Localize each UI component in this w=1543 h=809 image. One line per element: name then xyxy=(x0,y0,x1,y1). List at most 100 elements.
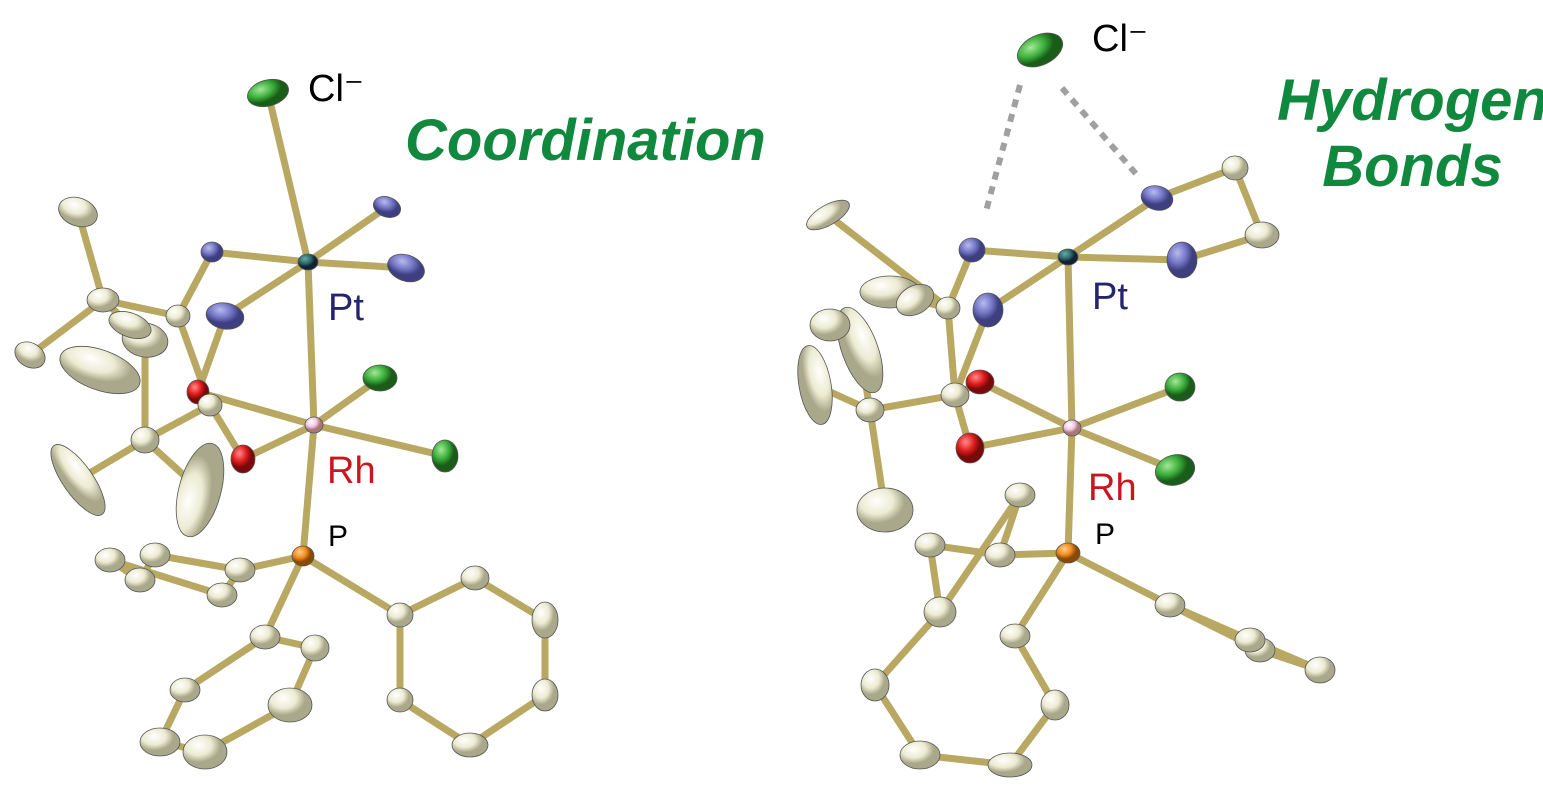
left-pt-label: Pt xyxy=(328,287,364,329)
left-bond xyxy=(310,421,449,460)
right-atom-c xyxy=(940,382,970,408)
right-bond xyxy=(966,424,1076,452)
left-atom-pt xyxy=(297,253,319,271)
right-atom-c xyxy=(1221,155,1249,181)
left-atom-c xyxy=(460,565,490,591)
left-atom-c xyxy=(206,582,238,608)
left-atom-c xyxy=(124,567,156,593)
right-atom-c xyxy=(797,345,833,425)
left-atom-c xyxy=(58,196,98,228)
left-atom-p xyxy=(291,545,315,567)
left-atom-c xyxy=(175,442,225,538)
right-p-label: P xyxy=(1095,518,1116,551)
left-atom-c xyxy=(165,304,191,328)
right-atom-c xyxy=(1154,592,1186,618)
left-atom-c xyxy=(139,727,181,757)
right-atom-o xyxy=(955,432,985,464)
right-atom-c xyxy=(999,623,1031,649)
left-bond xyxy=(299,421,318,560)
left-bond xyxy=(26,296,107,359)
left-atom-c xyxy=(50,444,106,516)
right-bond xyxy=(936,491,1024,616)
right-bond xyxy=(944,304,959,399)
right-atom-n xyxy=(972,292,1004,328)
title-line-1: Hydrogen xyxy=(1277,68,1543,133)
right-chloride-label: Cl⁻ xyxy=(1092,18,1148,60)
right-bond xyxy=(866,391,959,414)
right-atom-c xyxy=(809,308,851,342)
left-atom-c xyxy=(386,602,414,628)
left-atom-c xyxy=(451,732,489,758)
left-atom-c xyxy=(531,678,559,712)
left-atom-n xyxy=(200,241,224,263)
left-atom-c xyxy=(224,557,256,583)
right-pt-label: Pt xyxy=(1092,276,1128,318)
right-atom-p xyxy=(1055,542,1081,564)
left-bond xyxy=(299,552,404,619)
right-atom-o xyxy=(965,369,995,395)
left-bond xyxy=(106,556,226,599)
coordination-title: Coordination xyxy=(405,108,766,173)
left-chloride-label: Cl⁻ xyxy=(308,68,364,110)
right-atom-cl xyxy=(1154,454,1196,486)
left-bond xyxy=(261,552,307,641)
left-atom-c xyxy=(197,393,223,417)
left-bond xyxy=(181,633,269,694)
left-atom-c xyxy=(267,687,313,723)
right-bond xyxy=(984,253,1072,314)
right-atom-c xyxy=(914,532,946,558)
right-atom-c xyxy=(987,752,1033,778)
left-atom-c xyxy=(14,341,46,369)
right-atom-c xyxy=(1004,482,1036,508)
right-atom-pt xyxy=(1057,248,1079,266)
right-bond xyxy=(1064,424,1076,557)
left-atom-c xyxy=(249,624,281,650)
hydrogen-bond-dash xyxy=(1059,86,1140,177)
right-atom-rh xyxy=(1062,419,1082,437)
right-atom-c xyxy=(855,397,885,423)
left-atom-c xyxy=(139,542,171,568)
right-bond xyxy=(871,608,944,689)
left-rh-label: Rh xyxy=(327,450,376,492)
right-atom-c xyxy=(1244,221,1280,249)
right-bond xyxy=(1064,194,1161,261)
right-atom-c xyxy=(935,296,961,320)
left-atom-c xyxy=(386,687,414,713)
right-atom-c xyxy=(1040,689,1070,721)
left-atom-c xyxy=(169,677,201,703)
left-atom-cl xyxy=(362,364,398,392)
right-atom-c xyxy=(984,542,1016,568)
right-atom-cl xyxy=(1016,32,1064,68)
right-atom-c xyxy=(923,596,957,628)
left-bond xyxy=(304,203,391,266)
hydrogen-bonds-title: Hydrogen Bonds xyxy=(1270,68,1543,200)
left-atom-c xyxy=(108,311,152,339)
left-atom-cl xyxy=(247,78,289,108)
right-atom-c xyxy=(1304,656,1336,684)
left-atom-c xyxy=(130,426,160,454)
right-bond xyxy=(1011,549,1072,640)
left-atom-c xyxy=(300,634,330,662)
left-atom-n xyxy=(387,253,425,283)
right-atom-c xyxy=(806,199,850,231)
left-atom-c xyxy=(182,734,228,770)
left-bond xyxy=(221,258,312,320)
right-atom-c xyxy=(1234,627,1266,653)
left-p-label: P xyxy=(328,520,349,553)
right-atom-cl xyxy=(1164,372,1196,402)
right-atom-n xyxy=(1140,185,1174,211)
right-bond xyxy=(1064,253,1076,432)
left-atom-cl xyxy=(431,439,459,473)
right-rh-label: Rh xyxy=(1088,467,1137,509)
hydrogen-bond-dash xyxy=(982,84,1023,216)
left-bond xyxy=(264,89,312,266)
right-bond xyxy=(968,246,1072,261)
left-bond xyxy=(239,421,318,463)
right-atom-c xyxy=(899,740,941,770)
left-bond xyxy=(304,258,318,429)
left-bond xyxy=(208,248,312,266)
left-atom-c xyxy=(531,601,559,639)
right-atom-c xyxy=(895,283,935,317)
right-bond xyxy=(1068,383,1184,432)
